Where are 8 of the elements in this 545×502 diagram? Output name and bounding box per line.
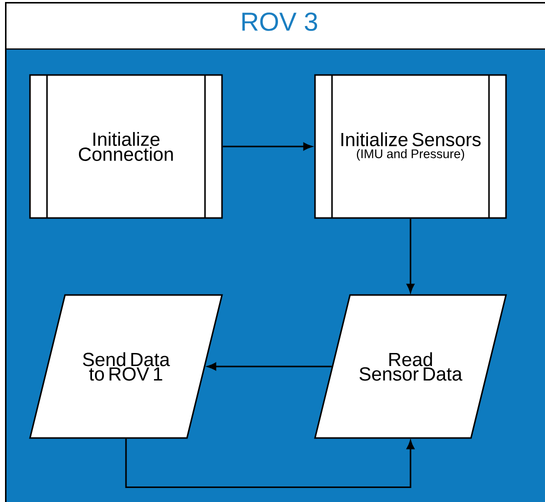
arrow <box>125 438 414 488</box>
data-parallelogram: Send Data to ROV 1 <box>29 294 223 439</box>
arrow <box>207 362 332 370</box>
process-box: Initialize Sensors (IMU and Pressure) <box>314 74 507 219</box>
data-parallelogram: Read Sensor Data <box>314 294 507 439</box>
arrow <box>222 142 312 150</box>
arrow <box>406 218 414 293</box>
process-box: Initialize Connection <box>29 74 223 219</box>
